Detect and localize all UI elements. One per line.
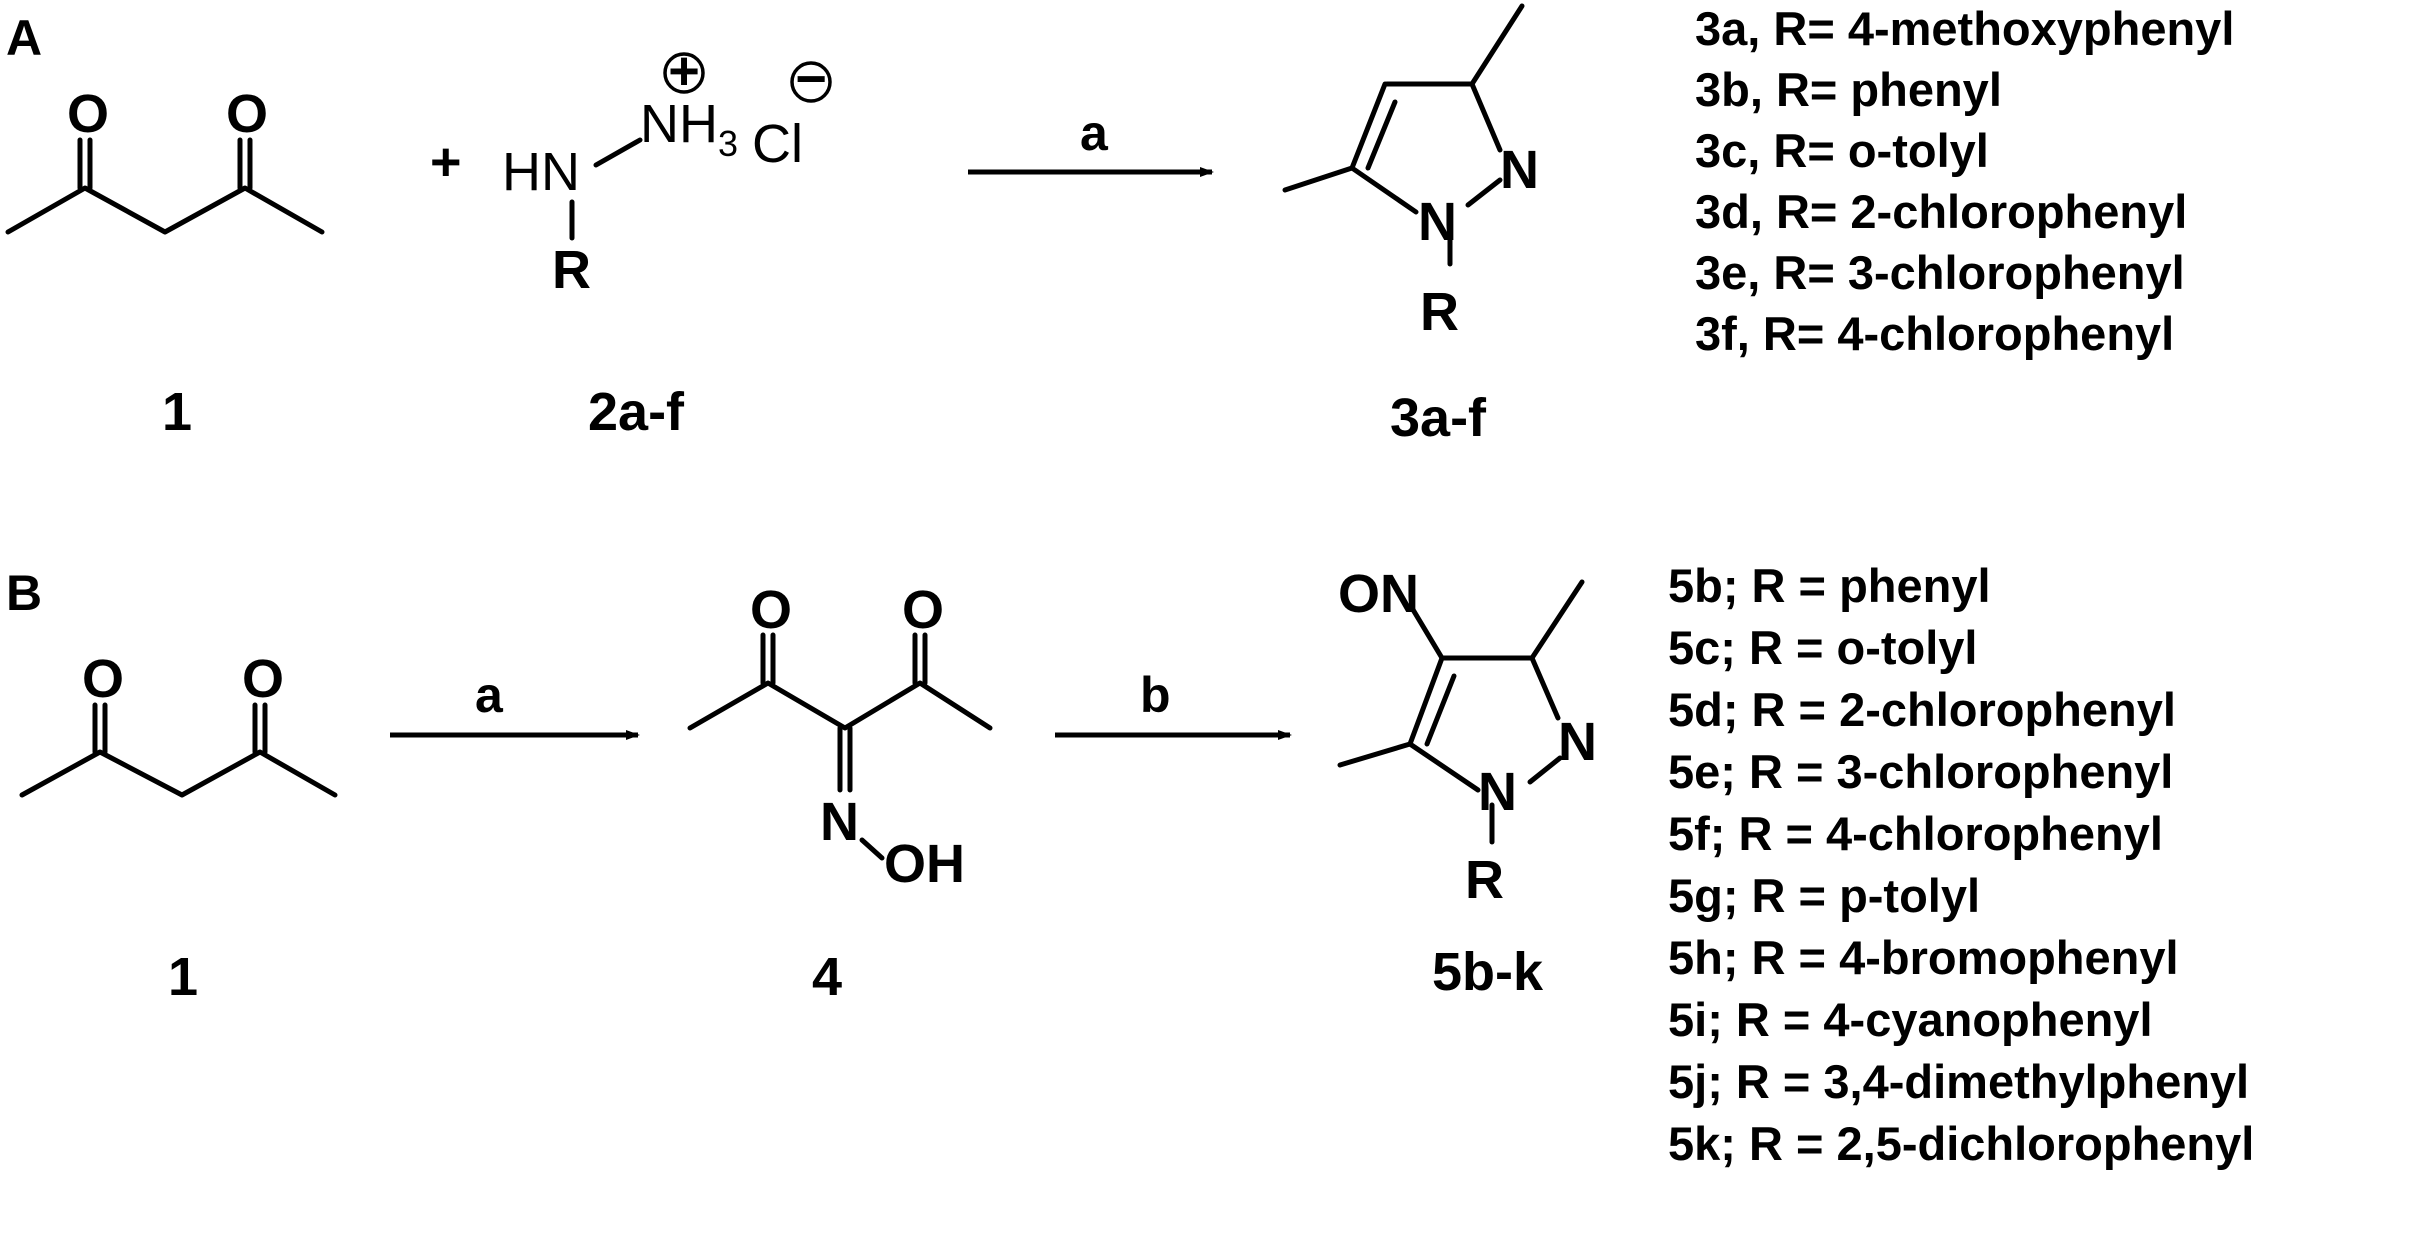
compound-5-structure: ON N N R — [1337, 564, 1597, 910]
list-b-item: 5i; R = 4-cyanophenyl — [1668, 993, 2153, 1046]
substituent-list-b: 5b; R = phenyl 5c; R = o-tolyl 5d; R = 2-c… — [1668, 559, 2254, 1170]
atom-nitrogen: N — [1478, 762, 1517, 822]
atom-nitroso: ON — [1338, 564, 1419, 624]
reagent-label-b1: a — [475, 667, 504, 723]
list-b-item: 5g; R = p-tolyl — [1668, 869, 1980, 922]
compound-label-1-a: 1 — [162, 382, 192, 442]
atom-nh3: NH3 — [640, 94, 738, 164]
compound-2-structure: HN NH3 + Cl − R — [502, 41, 832, 300]
negative-charge: − — [795, 49, 827, 109]
substituent-list-a: 3a, R= 4-methoxyphenyl 3b, R= phenyl 3c, R… — [1695, 2, 2234, 360]
atom-nitrogen: N — [1500, 140, 1539, 200]
atom-chloride: Cl — [752, 114, 803, 174]
reagent-label-b2: b — [1140, 667, 1171, 723]
atom-oxygen: O — [82, 649, 124, 709]
atom-r: R — [552, 240, 591, 300]
panel-label-b: B — [6, 565, 42, 621]
compound-1-structure-b: O O — [19, 649, 338, 798]
atom-hydroxyl: OH — [884, 834, 965, 894]
atom-oxygen: O — [226, 84, 268, 144]
list-b-item: 5d; R = 2-chlorophenyl — [1668, 683, 2176, 736]
compound-label-3: 3a-f — [1390, 388, 1487, 448]
atom-nitrogen: N — [1558, 712, 1597, 772]
compound-label-1-b: 1 — [168, 947, 198, 1007]
positive-charge: + — [668, 41, 700, 101]
compound-3-structure: N N R — [1282, 3, 1539, 342]
list-b-item: 5k; R = 2,5-dichlorophenyl — [1668, 1117, 2254, 1170]
atom-r: R — [1465, 850, 1504, 910]
list-b-item: 5h; R = 4-bromophenyl — [1668, 931, 2179, 984]
list-b-item: 5j; R = 3,4-dimethylphenyl — [1668, 1055, 2249, 1108]
atom-oxygen: O — [242, 649, 284, 709]
list-a-item: 3e, R= 3-chlorophenyl — [1695, 246, 2185, 299]
compound-label-4: 4 — [812, 947, 842, 1007]
compound-1-structure-a: O O — [5, 84, 325, 235]
atom-nitrogen: N — [820, 792, 859, 852]
atom-oxygen: O — [750, 580, 792, 640]
compound-label-5: 5b-k — [1432, 942, 1544, 1002]
reagent-label-a1: a — [1080, 105, 1109, 161]
list-a-item: 3d, R= 2-chlorophenyl — [1695, 185, 2187, 238]
atom-r: R — [1420, 282, 1459, 342]
list-a-item: 3f, R= 4-chlorophenyl — [1695, 307, 2174, 360]
list-a-item: 3b, R= phenyl — [1695, 63, 2002, 116]
panel-label-a: A — [6, 10, 42, 66]
plus-sign: + — [430, 132, 462, 192]
compound-label-2: 2a-f — [588, 382, 685, 442]
atom-oxygen: O — [67, 84, 109, 144]
list-b-item: 5e; R = 3-chlorophenyl — [1668, 745, 2173, 798]
atom-hn: HN — [502, 142, 580, 202]
list-b-item: 5b; R = phenyl — [1668, 559, 1991, 612]
atom-oxygen: O — [902, 580, 944, 640]
atom-nitrogen: N — [1418, 192, 1457, 252]
compound-4-structure: O O N OH — [687, 580, 993, 894]
list-a-item: 3c, R= o-tolyl — [1695, 124, 1989, 177]
list-b-item: 5c; R = o-tolyl — [1668, 621, 1977, 674]
list-a-item: 3a, R= 4-methoxyphenyl — [1695, 2, 2234, 55]
list-b-item: 5f; R = 4-chlorophenyl — [1668, 807, 2163, 860]
